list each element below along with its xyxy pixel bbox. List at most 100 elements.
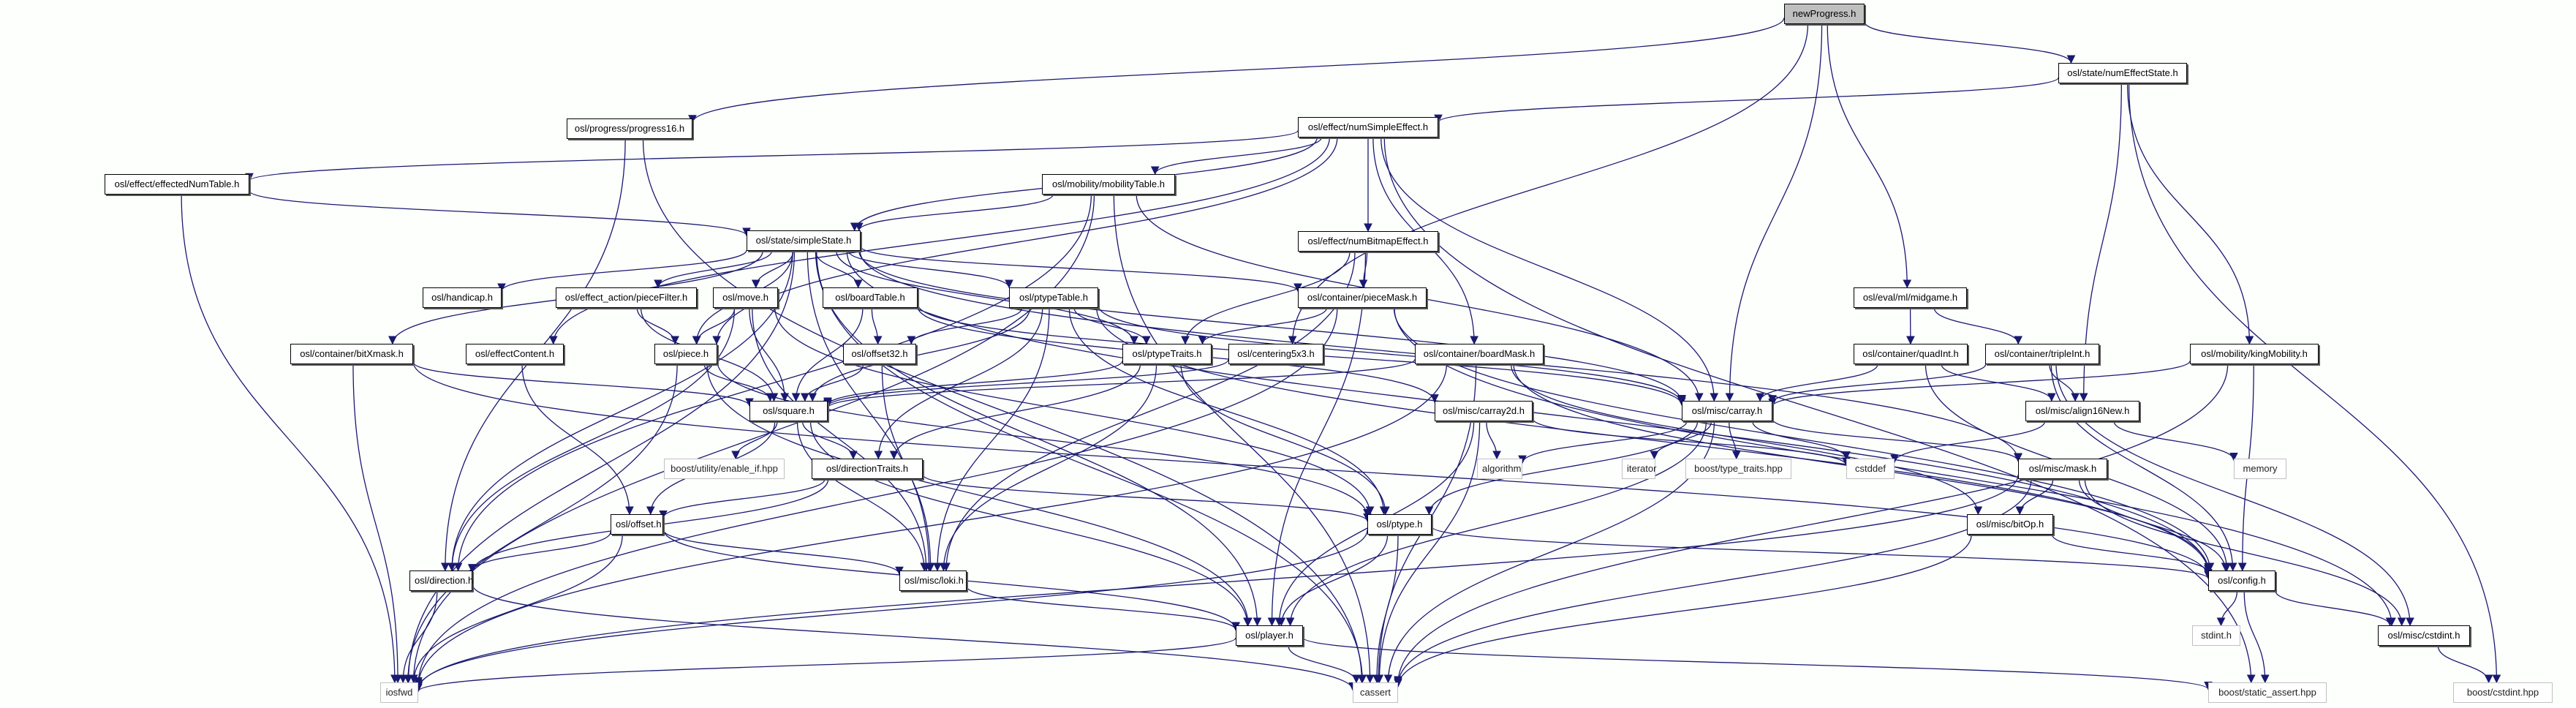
edge-simpleState-to-iosfwd [404, 250, 796, 684]
edge-move-to-loki [752, 307, 931, 572]
node-kingMobility[interactable]: osl/mobility/kingMobility.h [2190, 344, 2319, 364]
node-progress16[interactable]: osl/progress/progress16.h [567, 118, 692, 139]
edge-ptypeTable-to-ptypeTraits [1073, 307, 1151, 345]
node-handicap[interactable]: osl/handicap.h [423, 287, 502, 308]
node-loki[interactable]: osl/misc/loki.h [899, 570, 967, 591]
edge-simpleState-to-cassert [816, 250, 1367, 684]
node-numBitmapEffect[interactable]: osl/effect/numBitmapEffect.h [1298, 231, 1438, 252]
edge-bitXmask-to-config [412, 361, 2213, 578]
edge-piece-to-player [706, 364, 1253, 627]
edge-bitOp-to-config [2051, 534, 2213, 573]
node-static_assert: boost/static_assert.hpp [2208, 682, 2327, 703]
edge-kingMobility-to-cassert [1394, 364, 2229, 685]
edge-mask-to-bitOp [2015, 478, 2054, 516]
node-numSimpleEffect[interactable]: osl/effect/numSimpleEffect.h [1298, 117, 1438, 138]
edge-quadInt-to-carray [1756, 364, 1878, 402]
node-mask[interactable]: osl/misc/mask.h [2018, 459, 2107, 479]
edge-kingMobility-to-carray [1768, 361, 2191, 407]
edge-ptypeTable-to-loki [933, 307, 1050, 572]
edge-numEffectState-to-align16New [2079, 83, 2122, 402]
node-carray[interactable]: osl/misc/carray.h [1682, 401, 1772, 421]
edge-mask-to-config [2078, 478, 2230, 572]
edge-pieceFilter-to-piece [636, 307, 680, 345]
edge-centering5x3-to-square [823, 359, 1229, 407]
node-quadInt[interactable]: osl/container/quadInt.h [1854, 344, 1968, 364]
edge-numSimpleEffect-to-effectedNumTable [245, 130, 1299, 182]
edge-config-to-cstdint_osl [2275, 590, 2395, 627]
node-bitXmask[interactable]: osl/container/bitXmask.h [290, 344, 413, 364]
node-move[interactable]: osl/move.h [713, 287, 778, 308]
edge-newProgress-to-centering5x3 [1288, 23, 1809, 345]
edge-simpleState-to-loki [807, 250, 934, 572]
node-offset32[interactable]: osl/offset32.h [843, 344, 916, 364]
node-piece[interactable]: osl/piece.h [654, 344, 717, 364]
edge-newProgress-to-carray [1725, 23, 1823, 402]
edge-align16New-to-memory [2113, 421, 2238, 462]
edge-bitXmask-to-square [412, 361, 754, 407]
edge-newProgress-to-numEffectState [1864, 21, 2076, 64]
edge-boardTable-to-square [791, 307, 864, 402]
edge-simpleState-to-direction [447, 250, 793, 572]
node-iosfwd: iosfwd [380, 682, 418, 703]
node-bitOp[interactable]: osl/misc/bitOp.h [1967, 514, 2053, 535]
edge-player-to-cassert [1288, 645, 1361, 684]
edge-carray-to-mask [1772, 418, 2022, 462]
node-centering5x3[interactable]: osl/centering5x3.h [1228, 344, 1323, 364]
edge-carray-to-player [1285, 421, 1707, 627]
edge-offset-to-direction [468, 532, 611, 573]
node-midgame[interactable]: osl/eval/ml/midgame.h [1854, 287, 1967, 308]
edge-align16New-to-cstddef [1890, 421, 2046, 464]
node-player[interactable]: osl/player.h [1236, 625, 1303, 646]
node-simpleState[interactable]: osl/state/simpleState.h [747, 230, 861, 251]
node-ptypeTable[interactable]: osl/ptypeTable.h [1009, 287, 1098, 308]
edge-newProgress-to-progress16 [688, 18, 1785, 124]
edge-effectContent-to-offset [521, 364, 634, 516]
node-directionTraits[interactable]: osl/directionTraits.h [812, 459, 923, 479]
edge-ptypeTraits-to-directionTraits [889, 364, 1141, 460]
node-cstdint_osl[interactable]: osl/misc/cstdint.h [2378, 625, 2470, 646]
edge-carray-to-cassert [1383, 421, 1715, 684]
edge-progress16-to-cassert [642, 138, 1367, 684]
node-ptype[interactable]: osl/ptype.h [1367, 514, 1432, 535]
edge-ptypeTable-to-ptype [1068, 307, 1389, 516]
edge-loki-to-player [966, 586, 1240, 631]
node-offset[interactable]: osl/offset.h [611, 514, 663, 535]
node-boardMask[interactable]: osl/container/boardMask.h [1415, 344, 1544, 364]
edge-ptype-to-config [1431, 526, 2213, 580]
edge-bitOp-to-cassert [1394, 534, 1972, 688]
node-align16New[interactable]: osl/misc/align16New.h [2025, 401, 2139, 421]
node-pieceMask[interactable]: osl/container/pieceMask.h [1298, 287, 1427, 308]
edge-ptype-to-iosfwd [414, 530, 1368, 690]
node-direction[interactable]: osl/direction.h [409, 570, 473, 591]
node-memory: memory [2234, 459, 2286, 479]
edge-numBitmapEffect-to-ptypeTraits [1181, 251, 1351, 345]
node-tripleInt[interactable]: osl/container/tripleInt.h [1985, 344, 2099, 364]
node-ptypeTraits[interactable]: osl/ptypeTraits.h [1122, 344, 1212, 364]
edge-boardMask-to-iosfwd [414, 364, 1447, 688]
edge-move-to-square [749, 307, 790, 402]
edge-newProgress-to-midgame [1827, 23, 1912, 289]
edge-mobilityTable-to-cassert [1113, 194, 1375, 684]
node-boardTable[interactable]: osl/boardTable.h [823, 287, 918, 308]
node-pieceFilter[interactable]: osl/effect_action/pieceFilter.h [556, 287, 697, 308]
edge-offset32-to-square [801, 364, 864, 402]
node-numEffectState[interactable]: osl/state/numEffectState.h [2058, 63, 2187, 83]
edge-ptypeTable-to-directionTraits [874, 307, 1043, 460]
edge-numEffectState-to-kingMobility [2126, 83, 2254, 345]
edge-config-to-static_assert [2243, 590, 2270, 684]
node-effectContent[interactable]: osl/effectContent.h [466, 344, 564, 364]
edge-pieceMask-to-ptypeTraits [1198, 307, 1328, 345]
node-config[interactable]: osl/config.h [2208, 570, 2275, 591]
node-square[interactable]: osl/square.h [749, 401, 828, 421]
node-cassert: cassert [1353, 682, 1398, 703]
edge-mobilityTable-to-simpleState [855, 194, 1054, 232]
node-newProgress[interactable]: newProgress.h [1784, 4, 1865, 24]
edge-carray2d-to-cassert [1375, 421, 1481, 684]
edge-direction-to-iosfwd [399, 590, 438, 684]
edge-mask-to-cstdint_osl [2084, 478, 2406, 627]
edge-mask-to-cassert [1394, 478, 2032, 687]
node-effectedNumTable[interactable]: osl/effect/effectedNumTable.h [105, 174, 249, 195]
edge-simpleState-to-boardTable [815, 250, 863, 289]
node-mobilityTable[interactable]: osl/mobility/mobilityTable.h [1042, 174, 1175, 195]
node-carray2d[interactable]: osl/misc/carray2d.h [1435, 401, 1533, 421]
